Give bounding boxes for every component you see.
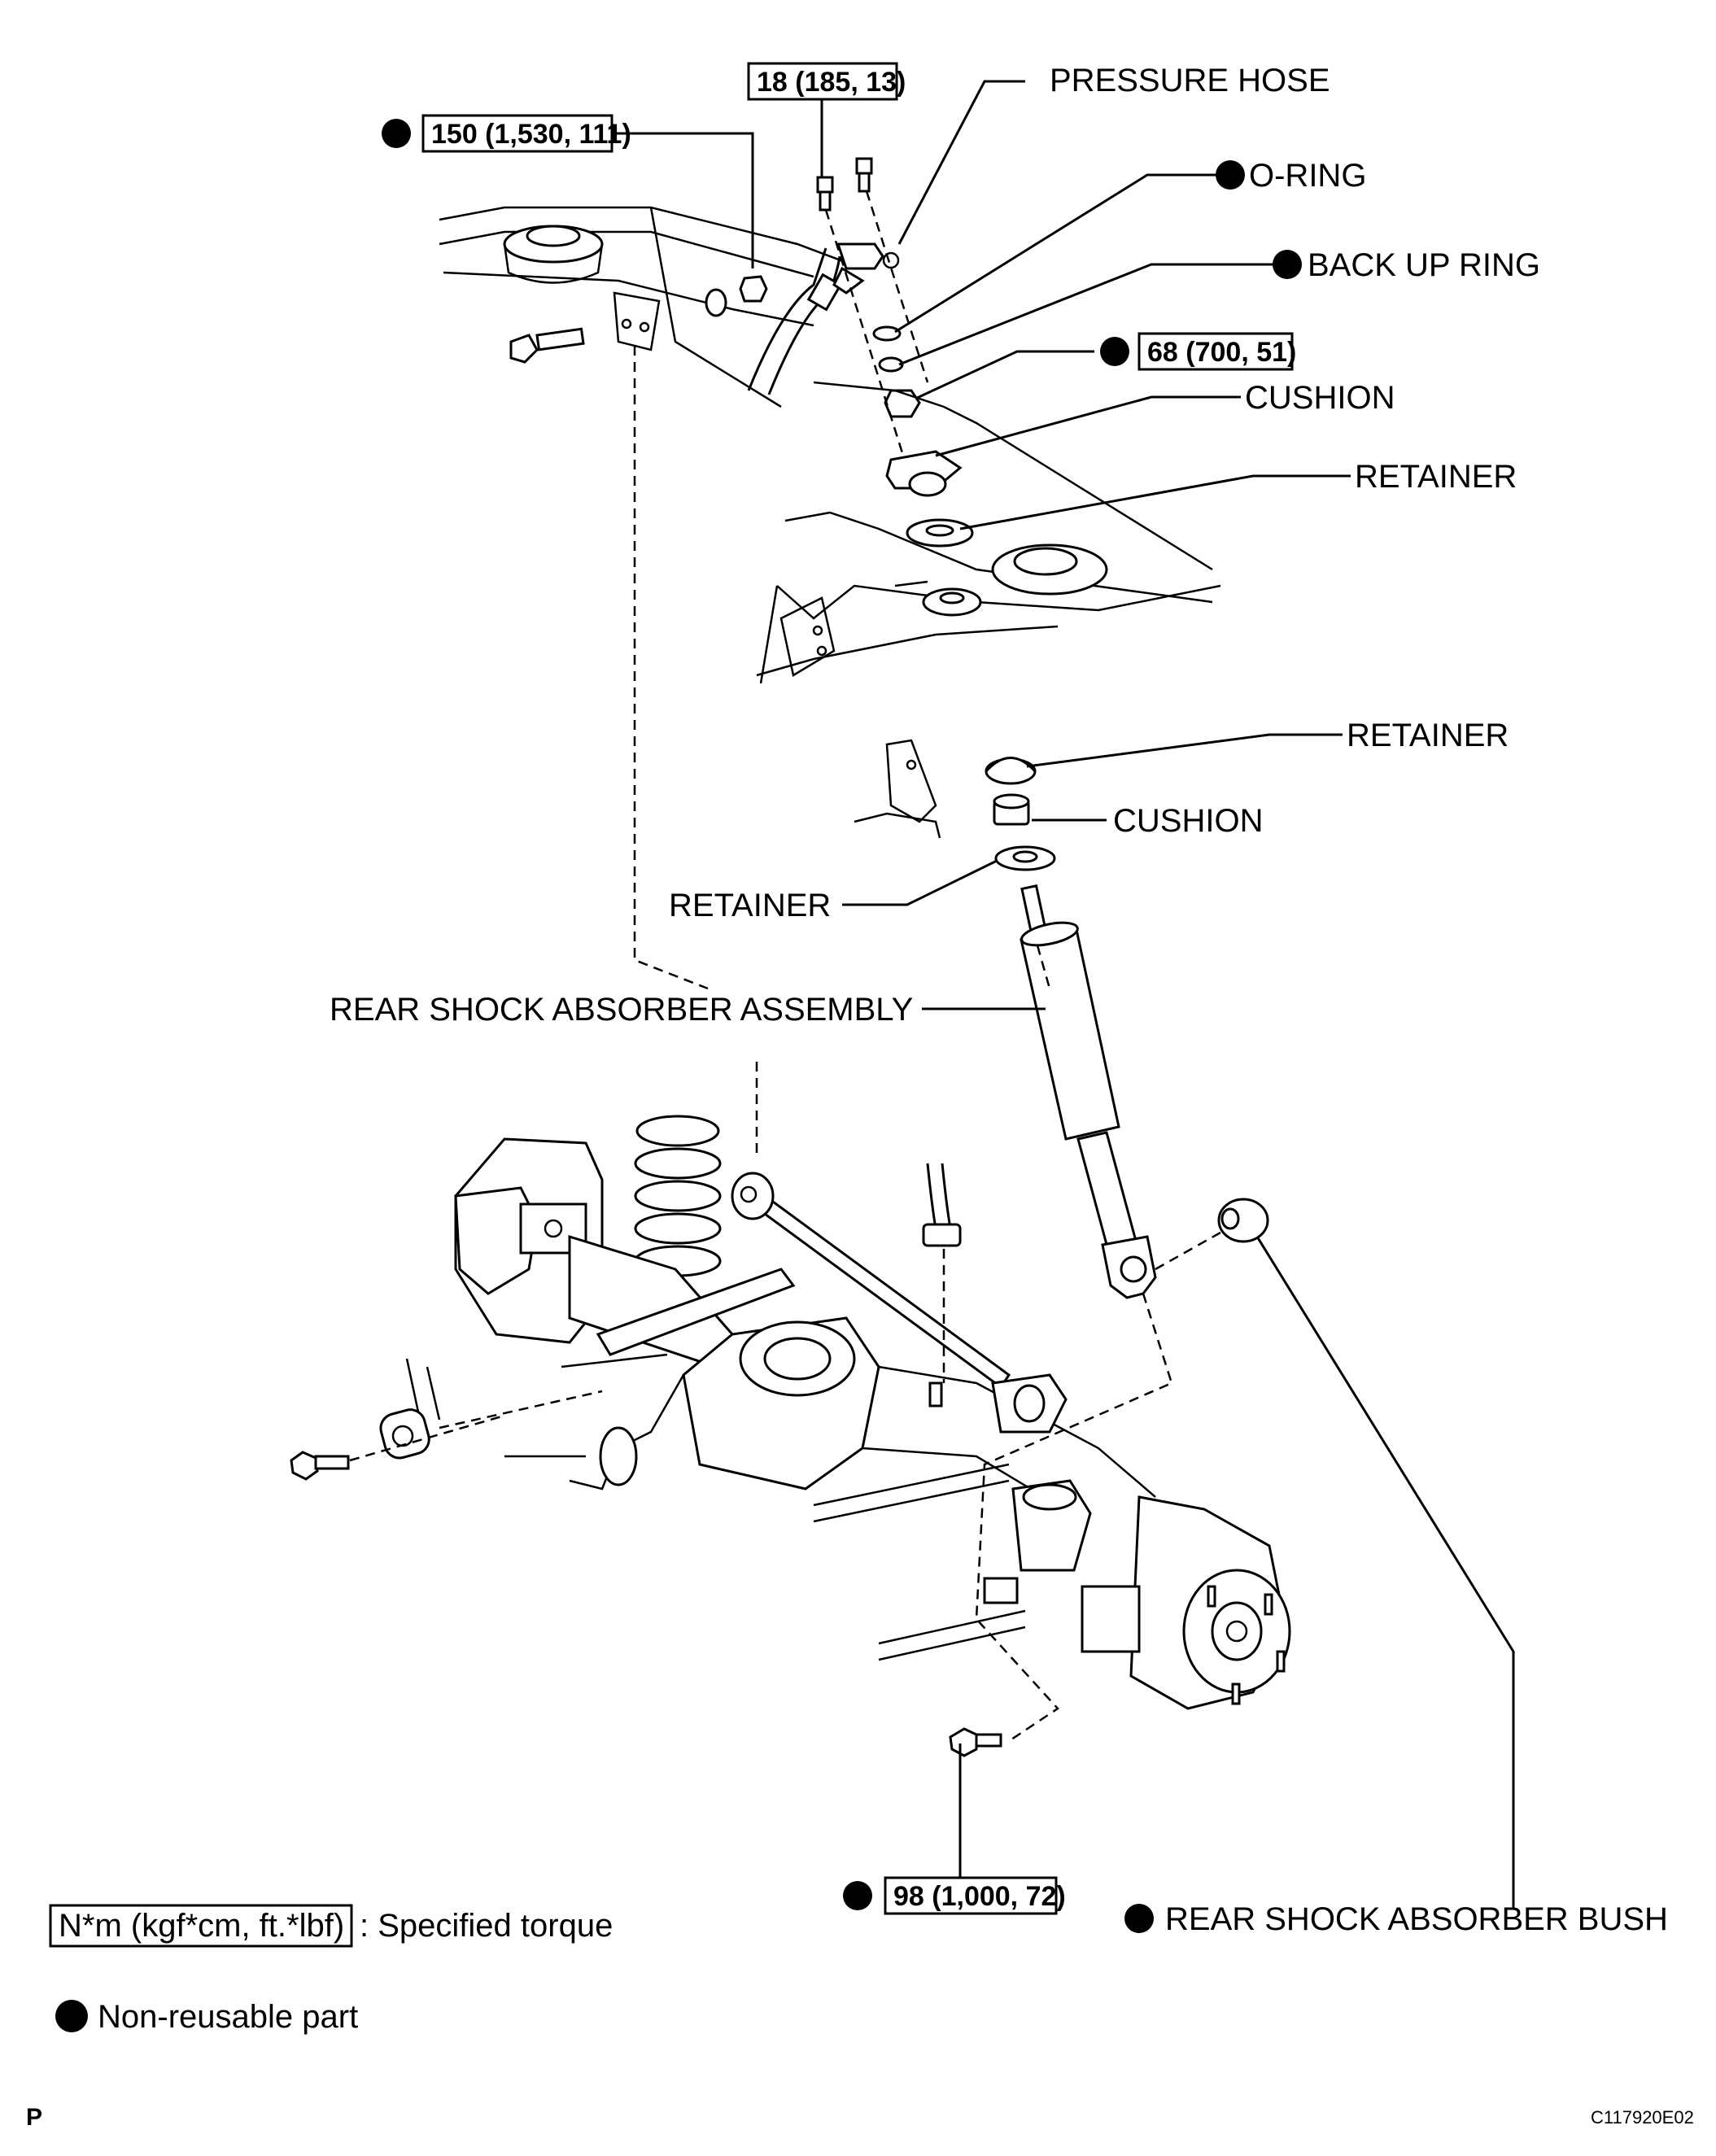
torque-box-upper-bolt: [421, 114, 613, 153]
torque-upper-bolt: 150 (1,530, 111): [431, 119, 631, 150]
torque-lower-bolt: 98 (1,000, 72): [893, 1881, 1066, 1912]
legend-torque-box: [49, 1904, 353, 1948]
figure-code: C117920E02: [1591, 2107, 1694, 2128]
legend-torque-unit: N*m (kgf*cm, ft.*lbf): [59, 1908, 344, 1944]
legend-non-reusable-text: Non-reusable part: [98, 1999, 358, 2035]
shock-absorber-drawing: [1020, 884, 1157, 1299]
torque-box-hose-bolt: [747, 62, 898, 101]
pressure-hose-drawing: [747, 157, 900, 395]
non-reusable-marker-icon: [1100, 337, 1129, 366]
non-reusable-marker-icon: [1216, 160, 1245, 190]
lower-shock-bolt: [949, 1727, 1002, 1757]
label-cushion-upper: CUSHION: [1245, 380, 1395, 416]
page-letter: P: [26, 2104, 42, 2131]
torque-hose-bolt: 18 (185, 13): [757, 67, 906, 98]
torque-box-upper-nut: [1137, 332, 1294, 371]
torque-box-lower-bolt: [884, 1876, 1058, 1915]
label-pressure-hose: PRESSURE HOSE: [1050, 63, 1330, 98]
lower-stack-parts: [985, 757, 1056, 871]
label-retainer-2: RETAINER: [1347, 718, 1509, 753]
label-cushion-lower: CUSHION: [1113, 803, 1263, 839]
assembly-dashed-lines: [349, 346, 1221, 1743]
torque-upper-nut: 68 (700, 51): [1147, 337, 1296, 368]
non-reusable-marker-icon: [1273, 250, 1302, 279]
non-reusable-marker-icon: [1124, 1904, 1154, 1933]
coil-spring: [634, 1115, 722, 1277]
upper-stack-parts: [872, 325, 974, 548]
lower-frame-drawing: [756, 381, 1221, 839]
legend-non-reusable-icon: [55, 2000, 88, 2032]
label-o-ring: O-RING: [1249, 158, 1366, 194]
left-lower-bolt: [290, 1451, 350, 1481]
upper-mount-bolt: [509, 275, 768, 364]
legend-torque-desc: : Specified torque: [360, 1908, 613, 1944]
leader-lines: [612, 80, 1515, 1908]
non-reusable-marker-icon: [382, 119, 411, 148]
label-retainer-3: RETAINER: [669, 888, 831, 923]
legend: N*m (kgf*cm, ft.*lbf) : Specified torque…: [49, 1904, 613, 2035]
label-retainer-1: RETAINER: [1355, 459, 1517, 495]
label-rear-shock-absorber-assembly: REAR SHOCK ABSORBER ASSEMBLY: [330, 992, 913, 1028]
upper-frame-drawing: [439, 206, 863, 408]
non-reusable-marker-icon: [843, 1881, 872, 1910]
label-rear-shock-absorber-bush: REAR SHOCK ABSORBER BUSH: [1165, 1901, 1668, 1937]
label-back-up-ring: BACK UP RING: [1308, 247, 1540, 283]
shock-absorber-bush: [1217, 1198, 1269, 1243]
rear-axle-drawing: [379, 1115, 1291, 1710]
